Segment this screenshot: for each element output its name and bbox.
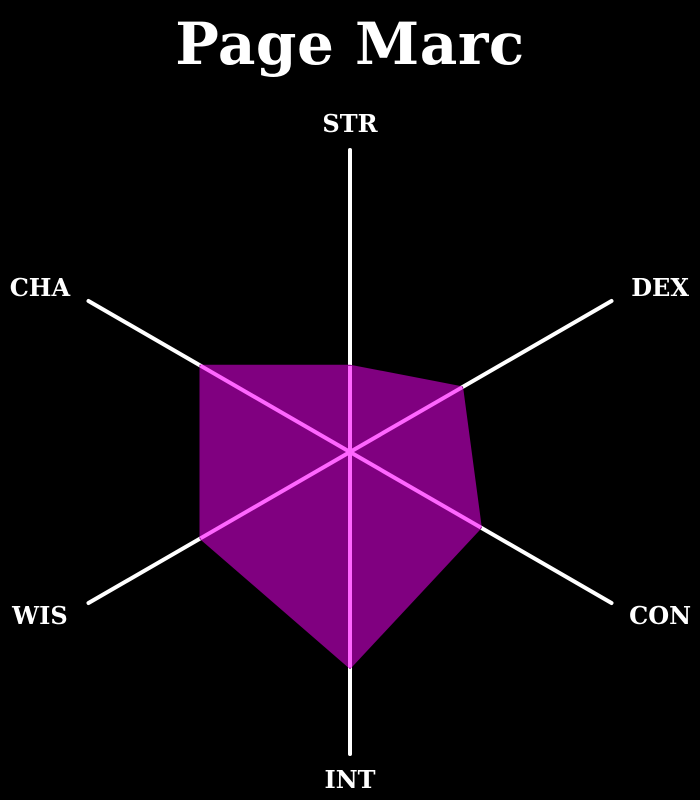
axis-label-int: INT: [324, 765, 375, 794]
data-area-0: [199, 364, 482, 670]
axis-overlay-layer: [199, 363, 482, 668]
axis-highlight-dex: [349, 385, 464, 454]
axis-label-layer: STR DEX CON INT WIS CHA: [10, 109, 691, 794]
axis-highlight-wis: [199, 450, 351, 541]
data-area-layer: [199, 364, 482, 670]
axis-label-wis: WIS: [11, 601, 68, 630]
axis-highlight-cha: [199, 363, 351, 454]
chart-title: Page Marc: [175, 10, 525, 78]
axis-label-dex: DEX: [631, 273, 689, 302]
axis-label-cha: CHA: [10, 273, 71, 302]
axis-highlight-con: [349, 450, 482, 530]
axis-label-str: STR: [322, 109, 378, 138]
axis-label-con: CON: [629, 601, 691, 630]
